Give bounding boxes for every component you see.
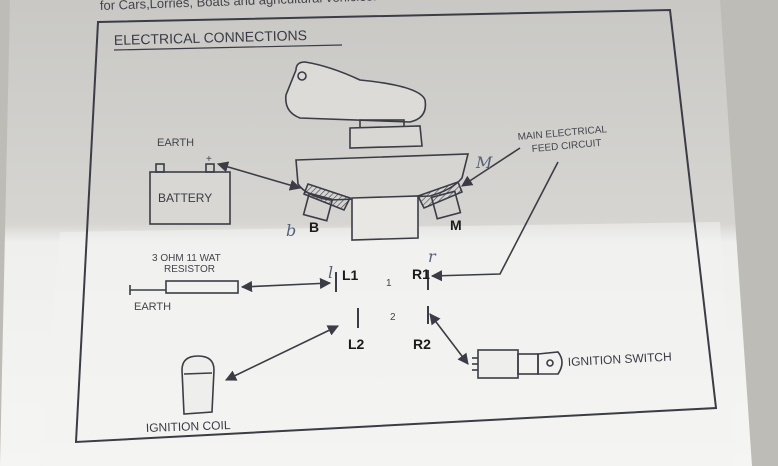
handle-pivot-icon [297,71,307,81]
battery-positive-terminal [205,163,215,173]
switch-handle [284,61,427,123]
terminal-b-label: B [309,219,319,235]
ignition-switch-label: IGNITION SWITCH [567,350,672,369]
wire-feed-to-m [461,147,521,187]
terminal-b-block [302,183,352,212]
terminal-l2-label: L2 [348,336,365,352]
earth-top-label: EARTH [157,137,194,149]
terminal-r1-label: R1 [412,266,430,282]
handwritten-l: l [328,263,333,282]
wire-feed-to-r1 [430,161,559,282]
resistor-body [165,280,239,294]
position-1-label: 1 [386,278,392,289]
battery-negative-terminal [155,163,165,173]
ignition-switch-body [477,349,519,379]
battery-plus-sign: + [206,154,212,165]
resistor-label-line2: RESISTOR [164,264,215,275]
wire-battery-to-b [216,161,302,191]
handwritten-m: M [475,153,493,172]
ignition-coil [181,355,215,415]
handwritten-b: b [286,221,296,240]
switch-stem [351,195,419,241]
wire-coil-to-l2 [224,325,340,381]
terminal-l1-label: L1 [342,267,359,283]
handwritten-r: r [428,247,437,266]
title: ELECTRICAL CONNECTIONS [114,27,308,48]
ignition-coil-cap-line [183,372,213,375]
title-underline [113,44,343,51]
wire-r2-to-ignition-switch [429,313,469,365]
diagram-border [74,8,718,444]
resistor-label-line1: 3 OHM 11 WAT [152,253,221,264]
wire-resistor-to-l1 [240,277,332,293]
ignition-key-icon [537,351,563,375]
ignition-key-hole [546,359,554,367]
earth-bottom-label: EARTH [134,301,171,313]
terminal-b-housing [302,192,334,222]
terminal-m-housing [430,190,462,220]
terminal-r2-label: R2 [413,336,431,352]
terminal-m-label: M [450,217,462,233]
switch-collar [349,125,423,149]
position-2-label: 2 [390,312,396,323]
battery-label: BATTERY [158,191,212,205]
battery-box [149,171,231,225]
ignition-coil-label: IGNITION COIL [146,418,231,435]
paper-lower-fold [40,222,735,466]
